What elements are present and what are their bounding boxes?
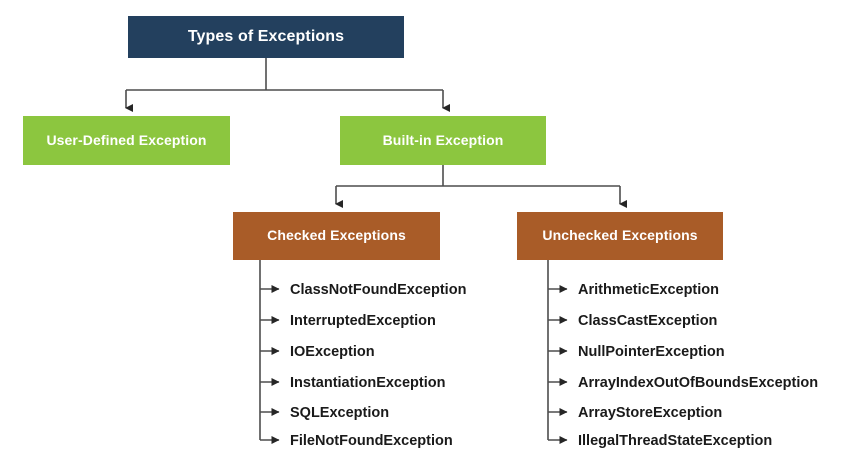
node-user-defined-exception: User-Defined Exception	[23, 116, 230, 165]
leaf-unchecked-exception: IllegalThreadStateException	[578, 433, 773, 449]
leaf-unchecked-exception: ArrayStoreException	[578, 405, 723, 421]
leaf-unchecked-exception: ArrayIndexOutOfBoundsException	[578, 375, 819, 391]
node-types-of-exceptions: Types of Exceptions	[128, 16, 404, 58]
leaf-unchecked-exception: ClassCastException	[578, 313, 718, 329]
node-checked-exceptions: Checked Exceptions	[233, 212, 440, 260]
leaf-checked-exception: InterruptedException	[290, 313, 436, 329]
node-unchecked-exceptions: Unchecked Exceptions	[517, 212, 723, 260]
leaf-checked-exception: FileNotFoundException	[290, 433, 453, 449]
leaf-checked-exception: InstantiationException	[290, 375, 446, 391]
leaf-unchecked-exception: ArithmeticException	[578, 282, 719, 298]
leaf-unchecked-exception: NullPointerException	[578, 344, 725, 360]
leaf-checked-exception: IOException	[290, 344, 375, 360]
leaf-checked-exception: SQLException	[290, 405, 390, 421]
node-built-in-exception: Built-in Exception	[340, 116, 546, 165]
leaf-checked-exception: ClassNotFoundException	[290, 282, 467, 298]
